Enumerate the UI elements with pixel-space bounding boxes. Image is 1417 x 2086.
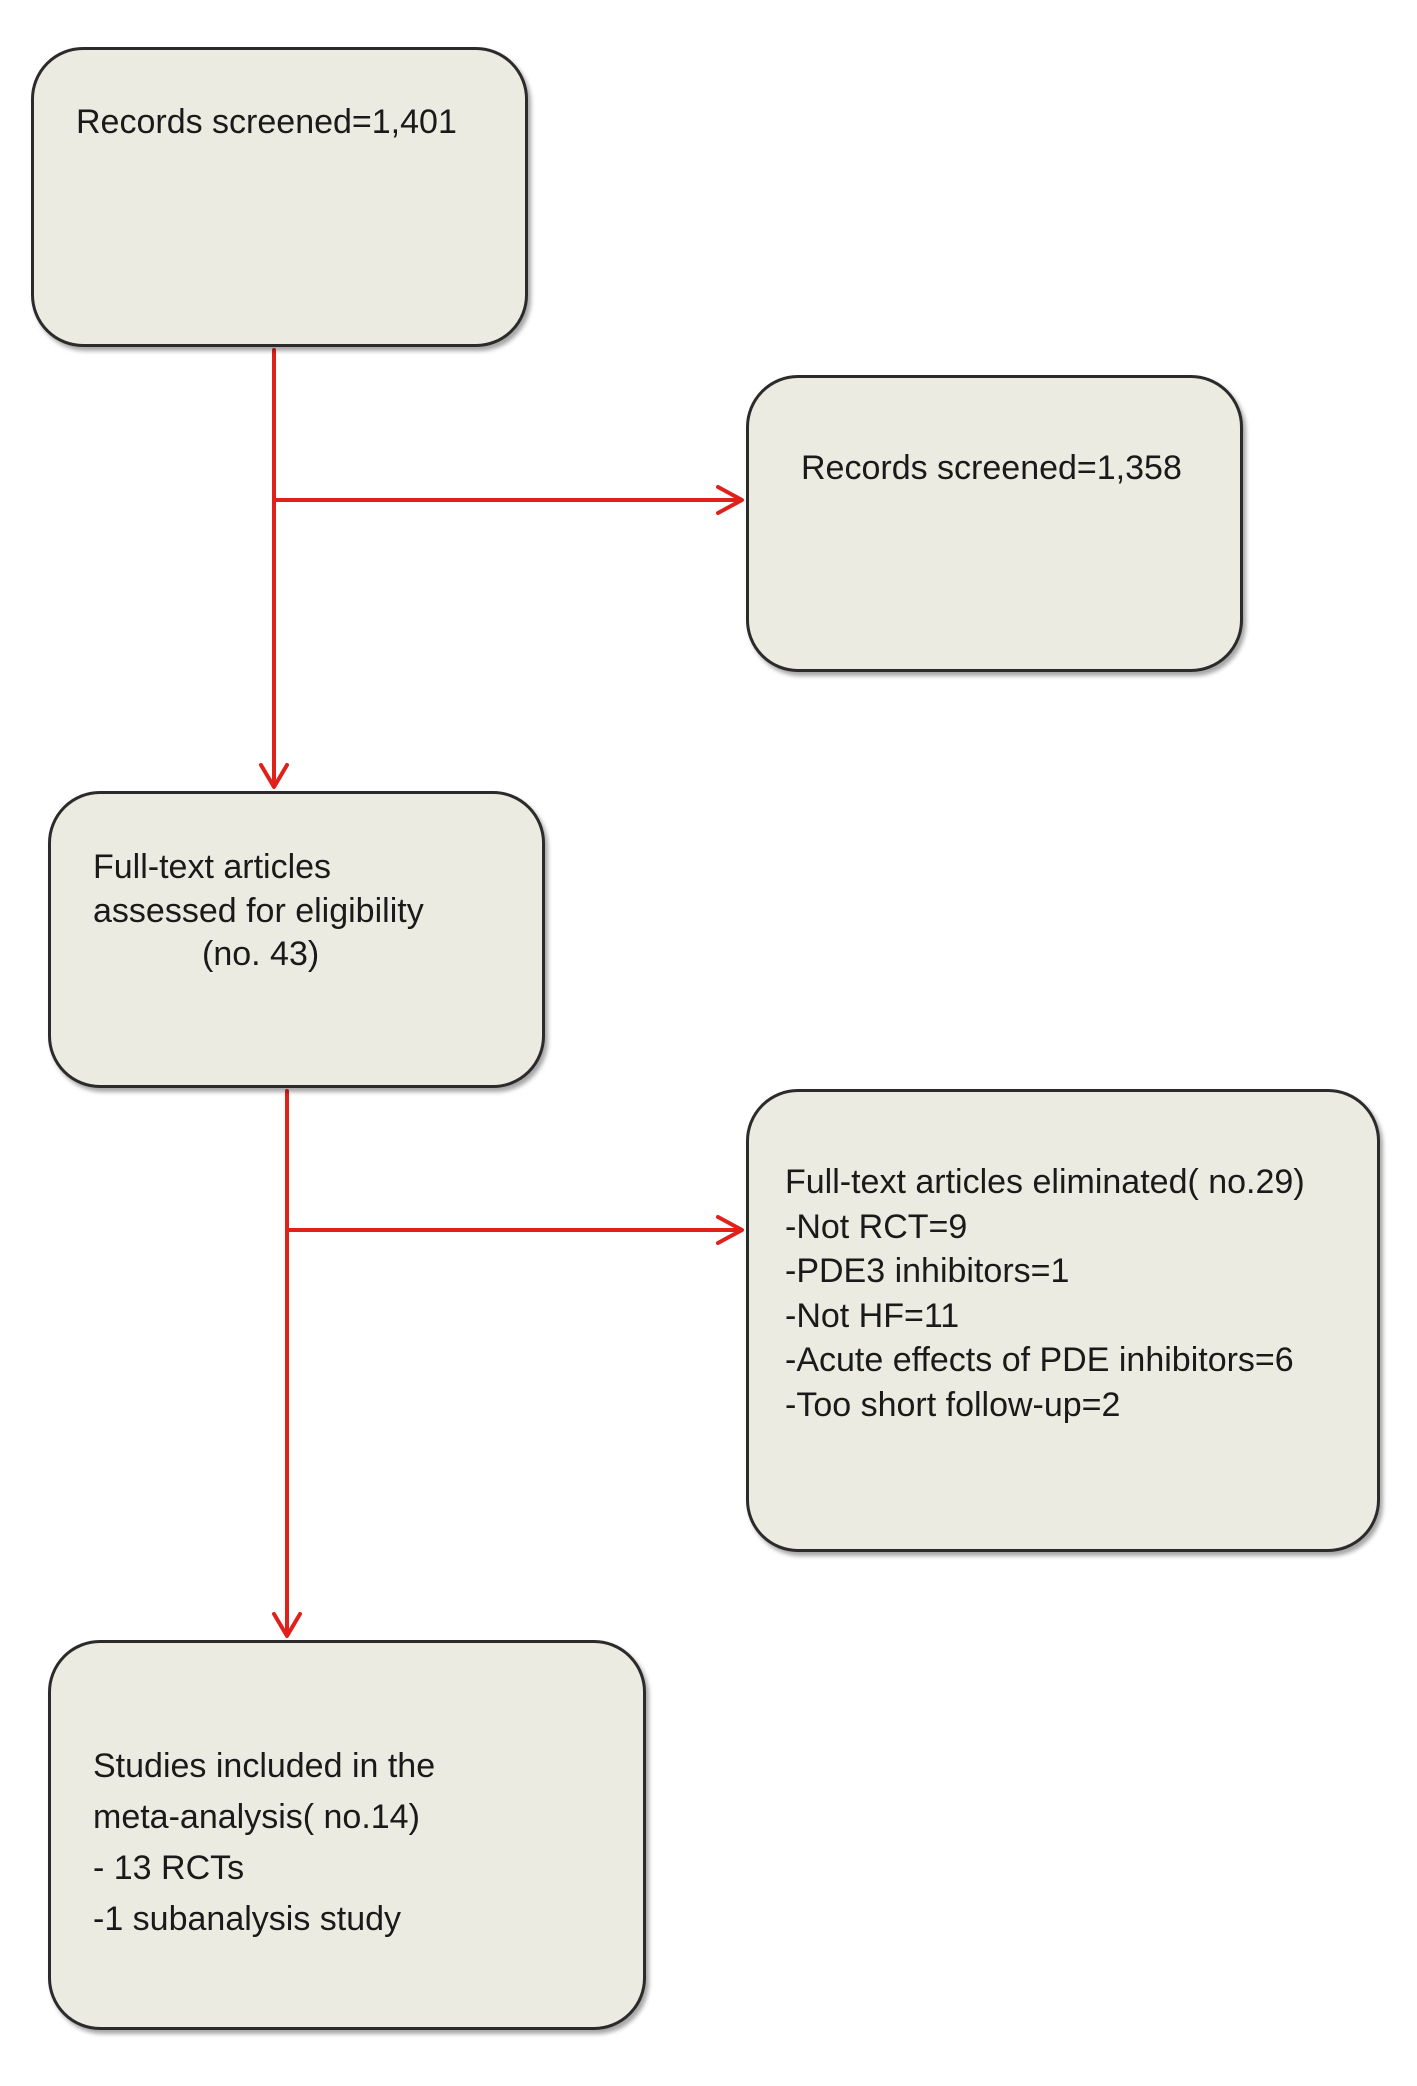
records-excluded-text: Records screened=1,358 <box>801 449 1182 487</box>
eliminated-reason: -Not RCT=9 <box>785 1207 968 1246</box>
studies-included-box: Studies included in the meta-analysis( n… <box>48 1640 646 2030</box>
arrowhead-records-excluded <box>716 485 744 515</box>
records-screened-box: Records screened=1,401 <box>31 47 528 347</box>
fulltext-assessed-count: (no. 43) <box>202 935 320 974</box>
fulltext-assessed-line: assessed for eligibility <box>93 891 424 930</box>
arrowhead-fulltext <box>259 763 289 789</box>
included-heading: Studies included in the <box>93 1747 436 1785</box>
included-detail: -1 subanalysis study <box>93 1900 402 1938</box>
records-screened-text: Records screened=1,401 <box>76 103 457 141</box>
fulltext-assessed-box: Full-text articles assessed for eligibil… <box>48 791 545 1088</box>
eliminated-heading: Full-text articles eliminated( no.29) <box>785 1163 1305 1201</box>
eliminated-reason: -Acute effects of PDE inhibitors=6 <box>785 1341 1294 1380</box>
included-detail: - 13 RCTs <box>93 1849 245 1887</box>
eliminated-reason: -Not HF=11 <box>785 1296 960 1335</box>
eliminated-reason: -Too short follow-up=2 <box>785 1385 1121 1424</box>
eliminated-reason: -PDE3 inhibitors=1 <box>785 1252 1070 1291</box>
records-excluded-box: Records screened=1,358 <box>746 375 1243 672</box>
included-heading: meta-analysis( no.14) <box>93 1798 420 1836</box>
fulltext-eliminated-box: Full-text articles eliminated( no.29) -N… <box>746 1089 1380 1552</box>
arrowhead-included <box>272 1612 302 1638</box>
arrowhead-fulltext-eliminated <box>716 1215 744 1245</box>
fulltext-assessed-line: Full-text articles <box>93 848 332 886</box>
